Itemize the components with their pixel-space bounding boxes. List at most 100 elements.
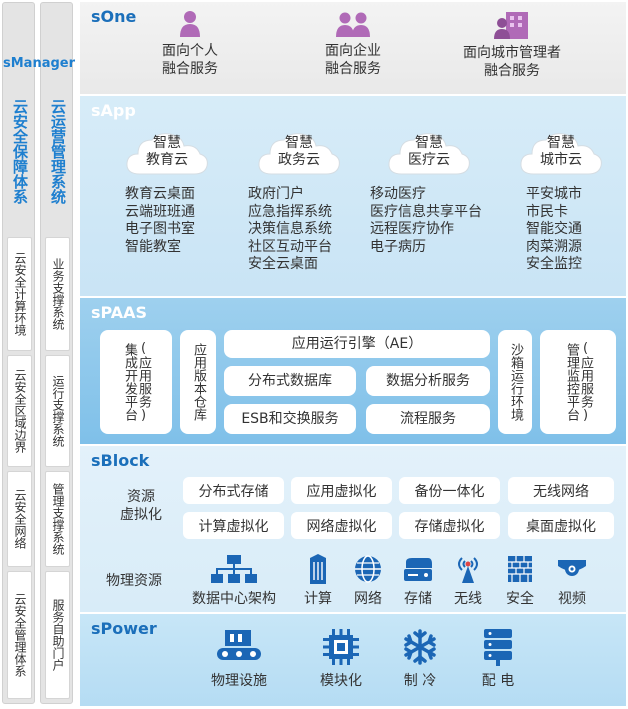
government-cloud-line1: 智慧 (285, 135, 313, 151)
distributed-db-box: 分布式数据库 (224, 366, 356, 396)
city-manager-icon (494, 12, 528, 39)
spower-title: sPower (91, 619, 157, 638)
government-cloud: 智慧 政务云 (256, 130, 342, 176)
list-item: 政府门户 (248, 186, 304, 202)
security-label: 安全 (506, 591, 534, 607)
government-cloud-list: 政府门户 应急指挥系统 决策信息系统 社区互动平台 安全云桌面 (248, 186, 332, 274)
government-cloud-line2: 政务云 (278, 152, 320, 168)
city-cloud-list: 平安城市 市民卡 智能交通 肉菜溯源 安全监控 (526, 186, 582, 274)
power-rack-icon (484, 629, 512, 666)
education-cloud-list: 教育云桌面 云端班班通 电子图书室 智能教室 (125, 186, 195, 256)
snowflake-icon (404, 629, 436, 665)
security-network-box: 云安全网络 (7, 471, 32, 567)
security-management-box: 云安全管理体系 (7, 571, 32, 699)
virtualization-label-line2: 虚拟化 (120, 507, 162, 523)
video-label: 视频 (558, 591, 586, 607)
medical-cloud-list: 移动医疗 医疗信息共享平台 远程医疗协作 电子病历 (370, 186, 482, 256)
list-item: 云端班班通 (125, 203, 195, 220)
list-item: 肉菜溯源 (526, 238, 582, 255)
version-repo-box: 应用版本仓库 (180, 330, 216, 434)
distributed-db-label: 分布式数据库 (248, 372, 332, 389)
government-cloud-label: 智慧 政务云 (256, 135, 342, 169)
list-item: 医疗信息共享平台 (370, 203, 482, 220)
list-item: 远程医疗协作 (370, 221, 454, 237)
education-cloud-label: 智慧 教育云 (124, 135, 210, 169)
self-service-portal-label: 服务自助门户 (51, 599, 65, 671)
chip-icon (323, 629, 359, 665)
cloud-icon (388, 133, 470, 175)
virtualization-label-line1: 资源 (127, 489, 155, 505)
security-network-label: 云安全网络 (13, 489, 27, 549)
globe-icon (355, 555, 381, 583)
cloud-icon (520, 133, 602, 175)
operations-system-column: 云运营管理系统 业务支撑系统 运行支撑系统 管理支撑系统 服务自助门户 (40, 2, 73, 704)
monitor-platform-label: 管理监控平台 (564, 343, 579, 421)
virt-item-label: 无线网络 (533, 483, 589, 500)
power-distribution-item: 配 电 (468, 628, 528, 690)
conveyor-icon (217, 630, 261, 660)
facility-label: 物理设施 (211, 673, 267, 689)
individual-service-line2: 融合服务 (162, 61, 218, 77)
sblock-layer: sBlock 资源 虚拟化 分布式存储 应用虚拟化 备份一体化 无线网络 计算虚… (80, 446, 626, 612)
wireless-icon (458, 557, 478, 583)
city-cloud-line2: 城市云 (540, 152, 582, 168)
network-label: 网络 (354, 591, 382, 607)
server-icon (310, 554, 326, 584)
power-distribution-label: 配 电 (481, 673, 515, 689)
education-cloud-line1: 智慧 (153, 135, 181, 151)
integration-platform-sub: (应用服务) (136, 341, 151, 423)
medical-cloud-line2: 医疗云 (408, 152, 450, 168)
datacenter-item: 数据中心架构 (186, 554, 282, 608)
version-repo-label: 应用版本仓库 (191, 343, 206, 421)
security-management-label: 云安全管理体系 (13, 593, 27, 677)
modular-item: 模块化 (306, 628, 376, 690)
smanager-label: sManager (3, 56, 76, 71)
firewall-icon (508, 556, 532, 582)
datacenter-label: 数据中心架构 (192, 591, 276, 607)
video-item: 视频 (548, 554, 596, 608)
esb-box: ESB和交换服务 (224, 404, 356, 434)
security-system-column: 云安全保障体系 云安全计算环境 云安全区域边界 云安全网络 云安全管理体系 (2, 2, 35, 704)
security-compute-env-label: 云安全计算环境 (13, 252, 27, 336)
cooling-label: 制 冷 (403, 673, 437, 689)
list-item: 平安城市 (526, 186, 582, 202)
virt-item-label: 存储虚拟化 (414, 518, 485, 535)
person-icon (180, 11, 200, 37)
city-manager-service: 面向城市管理者 融合服务 (432, 10, 592, 80)
sblock-title: sBlock (91, 451, 150, 470)
runtime-support-box: 运行支撑系统 (45, 355, 70, 467)
enterprise-service-line1: 面向企业 (325, 43, 381, 59)
esb-label: ESB和交换服务 (241, 410, 339, 427)
runtime-engine-box: 应用运行引擎（AE） (224, 330, 490, 358)
list-item: 安全云桌面 (248, 256, 318, 272)
sandbox-label: 沙箱运行环境 (508, 343, 523, 421)
storage-icon (404, 558, 432, 581)
city-cloud-line1: 智慧 (547, 135, 575, 151)
facility-item: 物理设施 (198, 628, 280, 690)
modular-label: 模块化 (320, 673, 362, 689)
cloud-icon (258, 133, 340, 175)
list-item: 教育云桌面 (125, 186, 195, 202)
security-compute-env-box: 云安全计算环境 (7, 237, 32, 351)
spower-layer: sPower 物理设施 模块化 (80, 614, 626, 706)
business-support-box: 业务支撑系统 (45, 237, 70, 351)
virt-storage: 存储虚拟化 (399, 512, 500, 539)
list-item: 电子图书室 (125, 221, 195, 237)
management-support-label: 管理支撑系统 (51, 483, 65, 555)
workflow-box: 流程服务 (366, 404, 490, 434)
business-support-label: 业务支撑系统 (51, 258, 65, 330)
medical-cloud-line1: 智慧 (415, 135, 443, 151)
list-item: 智能教室 (125, 238, 181, 255)
list-item: 智能交通 (526, 221, 582, 237)
integration-platform-label: 集成开发平台 (122, 343, 137, 421)
virt-compute: 计算虚拟化 (183, 512, 284, 539)
network-item: 网络 (346, 554, 390, 608)
city-manager-service-line2: 融合服务 (484, 63, 540, 79)
city-cloud: 智慧 城市云 (518, 130, 604, 176)
individual-service: 面向个人 融合服务 (110, 10, 270, 78)
data-analytics-label: 数据分析服务 (386, 372, 470, 389)
virt-item-label: 备份一体化 (414, 483, 485, 500)
virt-backup: 备份一体化 (399, 477, 500, 504)
security-item: 安全 (498, 554, 542, 608)
enterprise-service: 面向企业 融合服务 (273, 10, 433, 78)
